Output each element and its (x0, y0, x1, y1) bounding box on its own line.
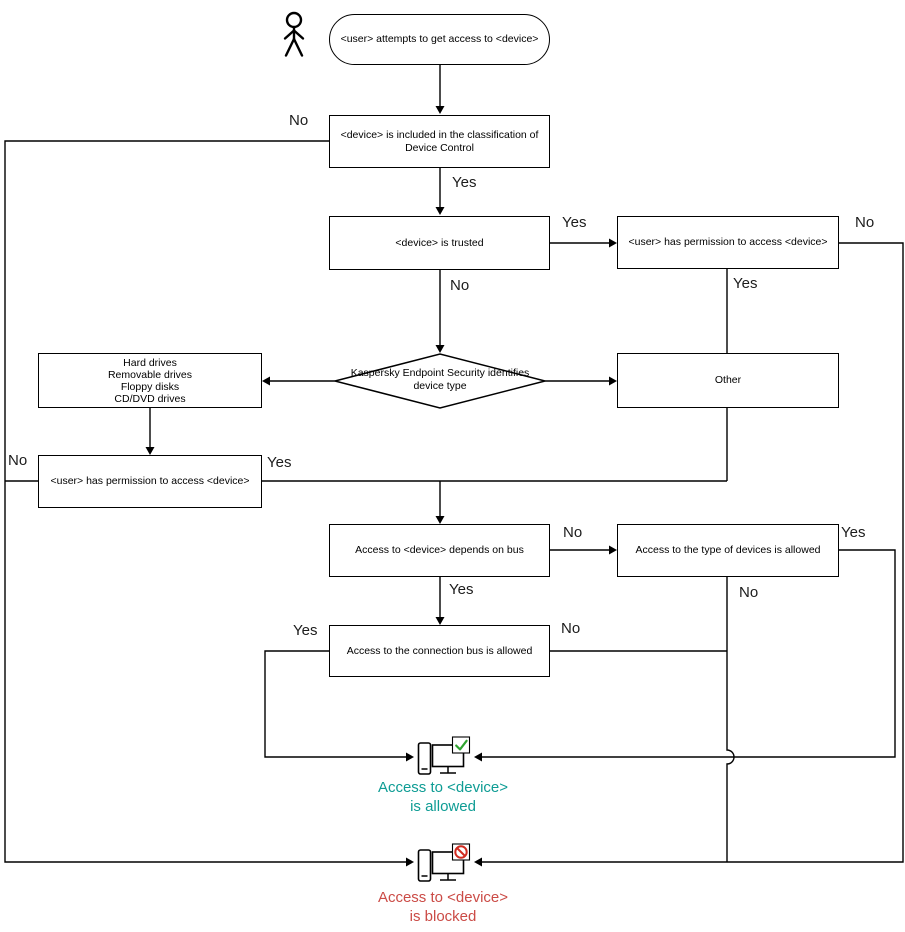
identify-line2: device type (413, 380, 467, 392)
device-type-floppy-disks: Floppy disks (120, 380, 180, 393)
device-type-cd-dvd: CD/DVD drives (114, 392, 186, 405)
edge-type-yes-to-allowed (482, 549, 896, 758)
arrowhead-into-perm-right (609, 238, 617, 248)
depends-on-bus-node: Access to <device> depends on bus (329, 524, 550, 577)
bus-allowed-node: Access to the connection bus is allowed (329, 625, 550, 677)
allowed-caption-line2: is allowed (410, 798, 476, 815)
allowed-caption-line1: Access to <device> (377, 779, 509, 796)
edges (4, 65, 904, 863)
user-arms (283, 29, 305, 40)
permission-right-node: <user> has permission to access <device> (617, 216, 839, 269)
permission-left-node: <user> has permission to access <device> (38, 455, 262, 508)
device-types-node: Hard drives Removable drives Floppy disk… (38, 353, 262, 408)
arrowhead-into-allowed-left (406, 752, 414, 762)
trusted-node: <device> is trusted (329, 216, 550, 270)
edge-classification-no-to-blocked (4, 140, 406, 863)
label-perm-right-yes: Yes (733, 275, 758, 292)
user-head (285, 11, 303, 29)
label-depends-yes: Yes (449, 581, 474, 598)
monitor-stand (421, 873, 456, 881)
blocked-caption: Access to <device> is blocked (343, 888, 543, 926)
phone-icon (417, 849, 432, 882)
arrowhead-into-blocked-left (406, 857, 414, 867)
label-perm-right-no: No (855, 214, 875, 231)
label-classification-yes: Yes (452, 174, 477, 191)
check-badge (451, 736, 471, 754)
arrowhead-into-trusted (435, 207, 445, 215)
allowed-caption: Access to <device> is allowed (343, 778, 543, 816)
user-icon (283, 11, 305, 57)
blocked-caption-line1: Access to <device> (377, 889, 509, 906)
label-trusted-no: No (450, 277, 470, 294)
arrowhead-into-allowed-right (474, 752, 482, 762)
identify-line1: Kaspersky Endpoint Security identifies (350, 367, 530, 379)
blocked-device-icon (417, 843, 471, 882)
label-bus-no: No (561, 620, 581, 637)
edge-type-no-to-blocked (726, 577, 735, 862)
label-depends-no: No (563, 524, 583, 541)
identify-diamond (334, 353, 546, 409)
label-perm-left-yes: Yes (267, 454, 292, 471)
edge-perm-right-no-to-blocked (482, 242, 904, 863)
arrowheads (145, 106, 617, 867)
classification-line1: <device> is included in the classificati… (340, 129, 539, 141)
user-legs (284, 37, 304, 57)
prohibit-icon (454, 845, 468, 859)
classification-node: <device> is included in the classificati… (329, 115, 550, 168)
arrowhead-into-other (609, 376, 617, 386)
label-type-yes: Yes (841, 524, 866, 541)
arrowhead-into-type (609, 545, 617, 555)
other-node: Other (617, 353, 839, 408)
phone-icon (417, 742, 432, 775)
device-type-hard-drives: Hard drives (123, 356, 177, 369)
label-trusted-yes: Yes (562, 214, 587, 231)
device-type-removable-drives: Removable drives (107, 368, 193, 381)
arrowhead-into-depends (435, 516, 445, 524)
allowed-device-icon (417, 736, 471, 775)
label-type-no: No (739, 584, 759, 601)
arrowhead-into-classification (435, 106, 445, 114)
label-bus-yes: Yes (293, 622, 318, 639)
arrowhead-into-blocked-right (474, 857, 482, 867)
check-icon (455, 739, 468, 751)
arrowhead-into-identify (435, 345, 445, 353)
blocked-caption-line2: is blocked (409, 908, 477, 925)
arrowhead-into-device-types (262, 376, 270, 386)
label-perm-left-no: No (8, 452, 28, 469)
identify-diamond-label: Kaspersky Endpoint Security identifies d… (340, 367, 540, 393)
start-node: <user> attempts to get access to <device… (329, 14, 550, 65)
edge-bus-yes-to-allowed (264, 650, 406, 758)
arrowhead-into-perm-left (145, 447, 155, 455)
type-allowed-node: Access to the type of devices is allowed (617, 524, 839, 577)
monitor-stand (421, 766, 456, 774)
classification-line2: Device Control (405, 141, 474, 154)
arrowhead-into-bus (435, 617, 445, 625)
label-classification-no: No (289, 112, 309, 129)
